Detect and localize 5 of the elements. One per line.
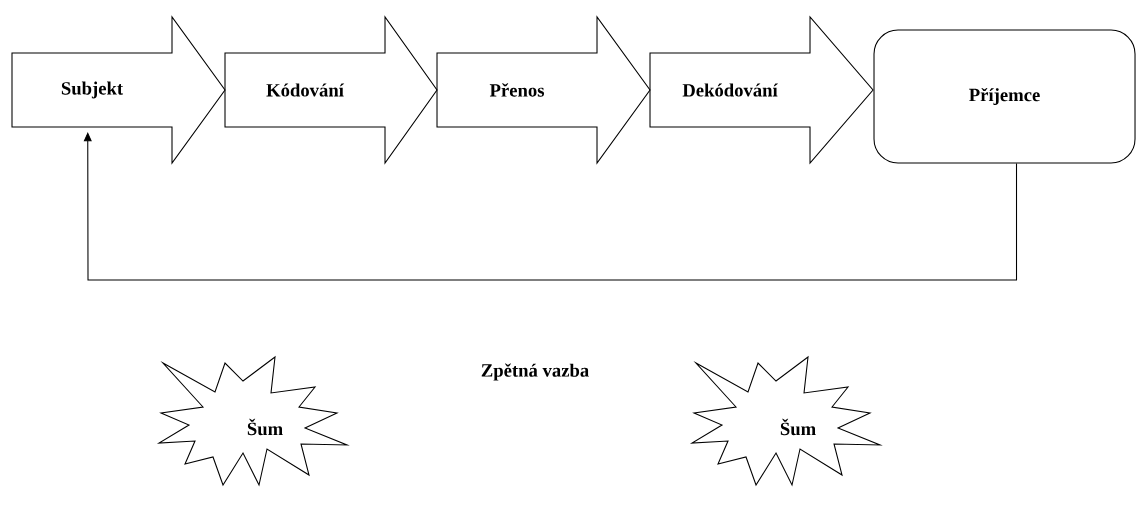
star-burst: Šum — [689, 355, 883, 487]
caption-text: Zpětná vazba — [481, 363, 589, 381]
star-burst: Šum — [156, 355, 350, 487]
feedback-arrow — [83, 132, 1018, 281]
rounded-box: Příjemce — [873, 29, 1136, 164]
